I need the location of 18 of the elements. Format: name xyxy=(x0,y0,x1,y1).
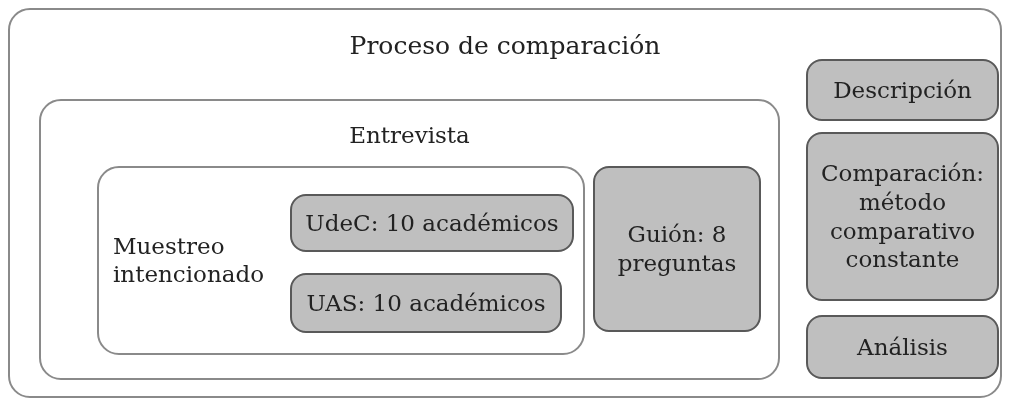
group-title: Entrevista xyxy=(348,121,471,150)
group-container xyxy=(39,99,780,380)
box-label: UdeC: 10 académicos xyxy=(304,208,560,238)
box-label: UAS: 10 académicos xyxy=(305,288,547,318)
process-box xyxy=(806,315,999,379)
process-box xyxy=(290,273,562,333)
group-title: Proceso de comparación xyxy=(348,30,662,62)
process-box xyxy=(806,132,999,301)
group-container xyxy=(97,166,585,355)
box-label: Guión: 8 preguntas xyxy=(616,220,738,278)
box-label: Análisis xyxy=(856,332,949,362)
group-title: Muestreo intencionado xyxy=(113,231,266,290)
box-label: Descripción xyxy=(832,75,973,105)
process-box xyxy=(290,194,574,252)
process-box xyxy=(593,166,761,332)
group-container xyxy=(8,8,1002,398)
process-box xyxy=(806,59,999,121)
box-label: Comparación: método comparativo constante xyxy=(819,159,985,274)
